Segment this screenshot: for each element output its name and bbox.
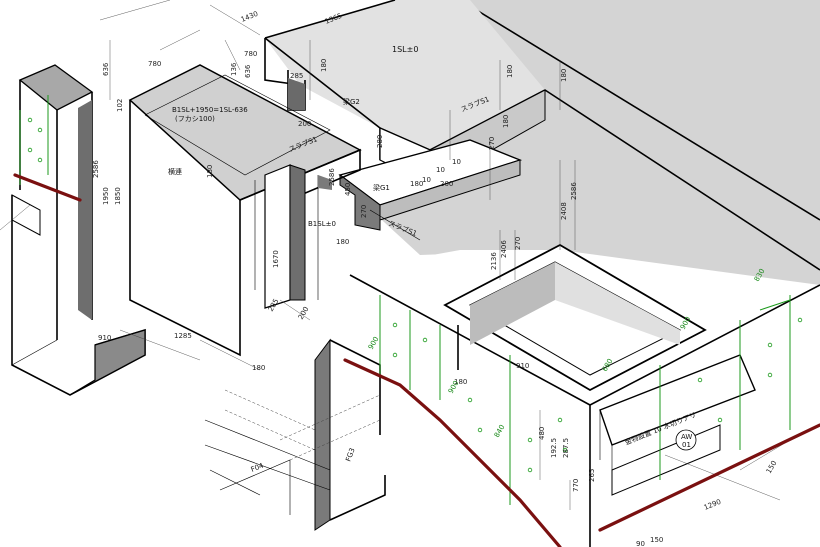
dim-636b: 636 xyxy=(244,64,252,78)
dim-780: 780 xyxy=(148,60,161,68)
label-slab-level: B1SL+1950=1SL-636 xyxy=(172,106,248,114)
dim-180f: 180 xyxy=(336,238,349,246)
dim-1670: 1670 xyxy=(272,250,280,268)
dim-287: 287.5 xyxy=(562,438,570,458)
dim-780b: 780 xyxy=(244,50,257,58)
dim-192: 192.5 xyxy=(550,438,558,458)
dim-910b: 910 xyxy=(516,362,529,370)
dim-180c: 180 xyxy=(560,69,568,82)
dim-1290: 1290 xyxy=(703,498,723,512)
dim-450: 450 xyxy=(344,183,352,196)
dim-2406: 2406 xyxy=(500,240,508,258)
dim-2586b: 2586 xyxy=(328,168,336,186)
dim-1850: 1850 xyxy=(114,187,122,205)
dim-10a: 10 xyxy=(422,176,431,184)
beam-g1 xyxy=(338,139,523,241)
dim-770: 770 xyxy=(572,479,580,492)
label-beam-g1: 梁G1 xyxy=(373,183,390,192)
dim-180b: 180 xyxy=(506,65,514,78)
dim-200a: 200 xyxy=(298,120,311,128)
dim-180i: 180 xyxy=(206,165,214,178)
footings xyxy=(204,338,386,531)
dim-1950: 1950 xyxy=(102,187,110,205)
dim-480: 480 xyxy=(538,427,546,440)
dim-1285: 1285 xyxy=(174,332,192,340)
dim-1430: 1430 xyxy=(240,10,260,24)
dim-200b: 200 xyxy=(440,180,453,188)
label-1sl: 1SL±0 xyxy=(392,45,418,54)
dim-270a: 270 xyxy=(488,137,496,150)
main-slab xyxy=(360,0,820,331)
label-beam-g2: 梁G2 xyxy=(343,97,360,106)
dim-10c: 10 xyxy=(452,158,461,166)
label-b1sl: B1SL±0 xyxy=(308,220,336,228)
label-horizontal-joint: 横連 xyxy=(168,167,182,176)
dim-270b: 270 xyxy=(360,205,368,218)
dim-150b: 150 xyxy=(650,536,663,544)
dim-265: 265 xyxy=(588,469,596,482)
dim-2586c: 2586 xyxy=(570,182,578,200)
label-window-code-2: 01 xyxy=(682,441,691,449)
dim-200c: 200 xyxy=(297,305,311,321)
label-footing-f04: F04 xyxy=(250,461,265,473)
dim-90: 90 xyxy=(636,540,645,547)
central-column xyxy=(254,164,332,309)
dim-270c: 270 xyxy=(514,237,522,250)
label-window-code-1: AW xyxy=(681,433,692,441)
dim-2408: 2408 xyxy=(560,202,568,220)
dim-10b: 10 xyxy=(436,166,445,174)
dim-136: 136 xyxy=(230,62,238,76)
dim-102: 102 xyxy=(116,99,124,112)
dim-180d: 180 xyxy=(502,115,510,128)
dim-180h: 180 xyxy=(454,378,467,386)
label-slab-note: (フカシ100) xyxy=(175,115,215,123)
dim-150a: 150 xyxy=(765,459,779,475)
dim-2586a: 2586 xyxy=(92,160,100,178)
dim-280: 280 xyxy=(376,135,384,148)
left-l-wall xyxy=(11,64,146,396)
right-wall-box xyxy=(349,243,820,547)
red-rebar-lines xyxy=(13,173,820,547)
dim-636: 636 xyxy=(102,62,110,76)
dim-180e: 180 xyxy=(410,180,423,188)
central-wall-block xyxy=(128,64,362,357)
dim-180a: 180 xyxy=(320,59,328,72)
dim-180g: 180 xyxy=(252,364,265,372)
dim-910a: 910 xyxy=(98,334,111,342)
green-rebar-lines xyxy=(19,95,803,505)
dim-285a: 285 xyxy=(290,72,303,80)
dim-2136: 2136 xyxy=(490,252,498,270)
